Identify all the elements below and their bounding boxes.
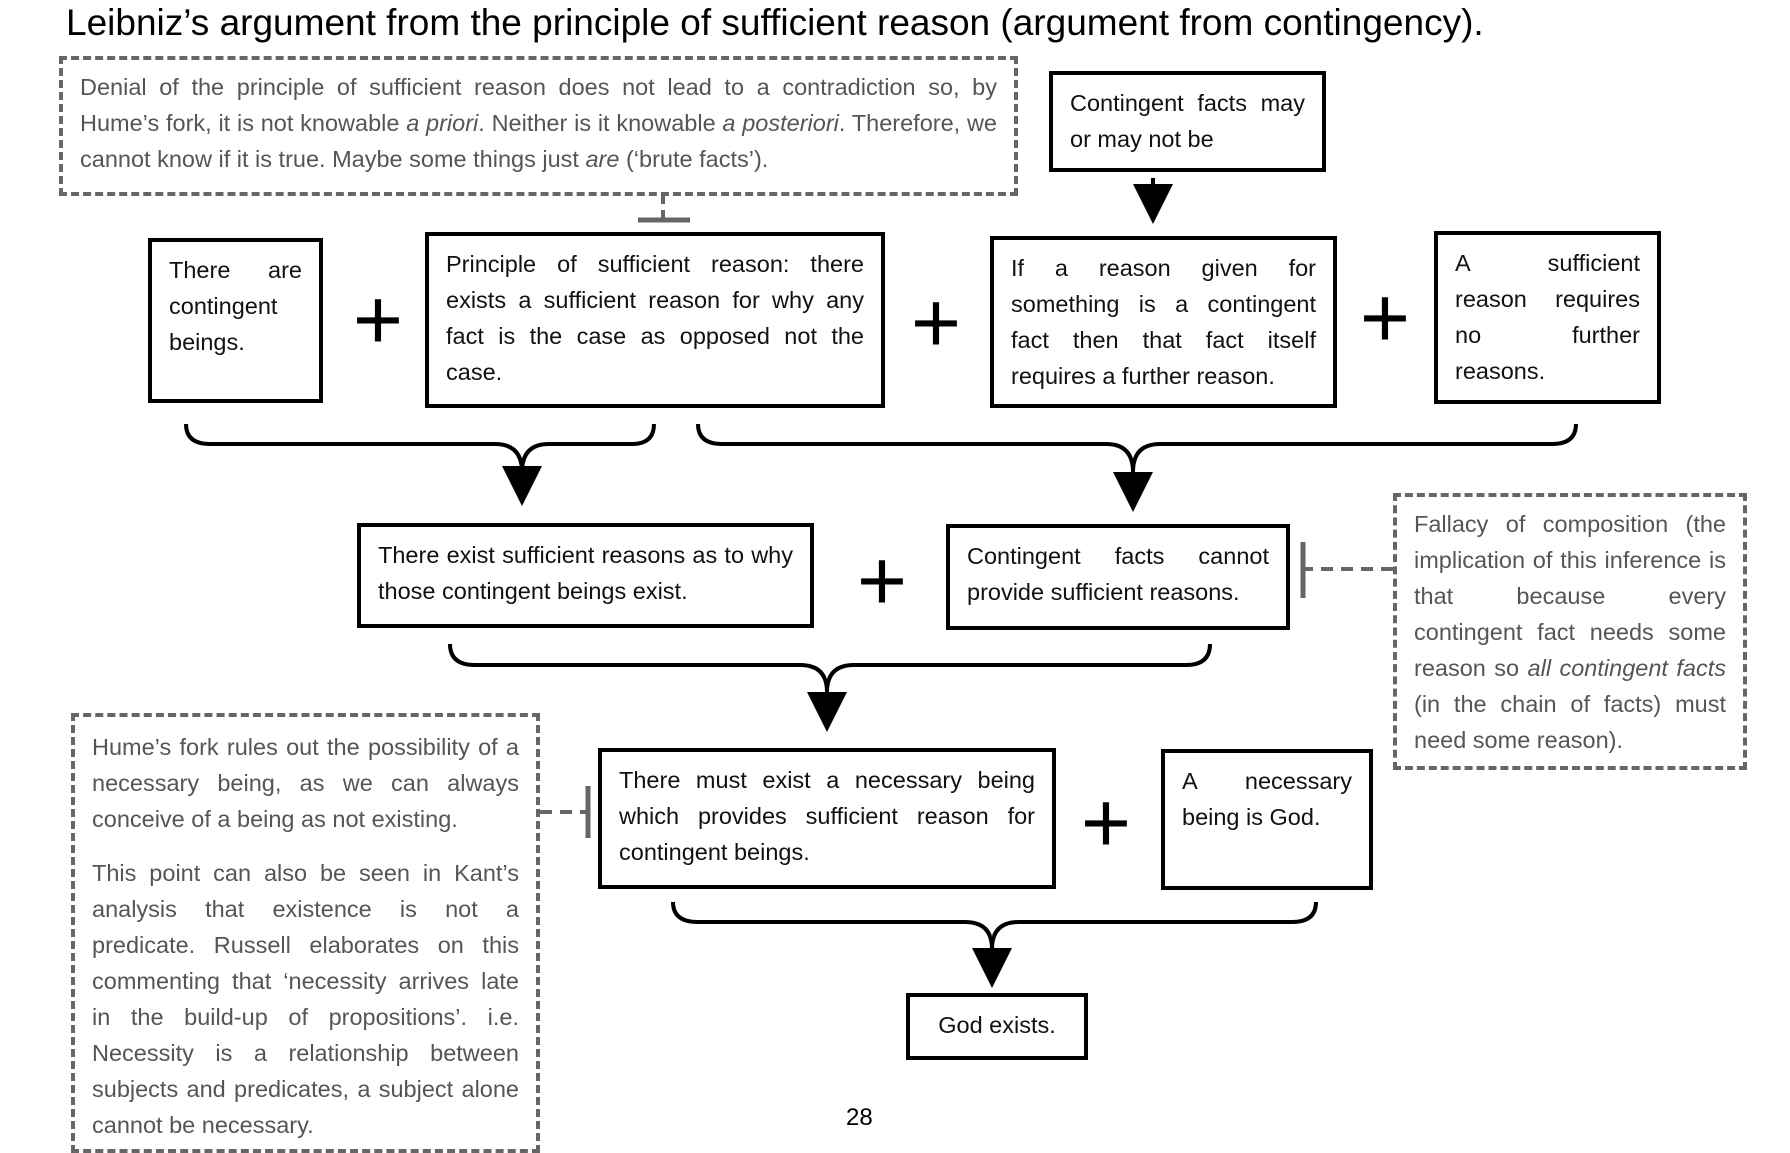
brace-right (696, 423, 1578, 473)
premise-contingent-beings: There are contingent beings. (148, 238, 323, 403)
necessary-being-is-god: A necessary being is God. (1161, 749, 1373, 890)
plus-sign: + (1359, 270, 1411, 366)
plus-sign: + (352, 272, 404, 368)
page-title: Leibniz’s argument from the principle of… (66, 2, 1484, 43)
plus-sign: + (910, 275, 962, 371)
intermediate-contingent-cannot: Contingent facts cannot provide sufficie… (946, 524, 1290, 630)
intermediate-sufficient-reasons: There exist sufficient reasons as to why… (357, 523, 814, 628)
page-number: 28 (846, 1104, 873, 1131)
objection-composition-box: Fallacy of composition (the implication … (1393, 493, 1747, 770)
premise-psr: Principle of sufficient reason: there ex… (425, 232, 885, 408)
plus-sign: + (1080, 775, 1132, 871)
premise-further-reason: If a reason given for something is a con… (990, 236, 1337, 408)
plus-sign: + (856, 533, 908, 629)
objection-psr-box: Denial of the principle of sufficient re… (59, 56, 1018, 196)
necessary-being-box: There must exist a necessary being which… (598, 748, 1056, 889)
brace-middle (448, 643, 1212, 693)
brace-left (184, 423, 656, 473)
contingent-facts-box: Contingent facts may or may not be (1049, 71, 1326, 172)
premise-no-further-reasons: A sufficient reason requires no further … (1434, 231, 1661, 404)
conclusion-box: God exists. (906, 993, 1088, 1060)
brace-bottom (671, 901, 1318, 950)
objection-hume-box: Hume’s fork rules out the possibility of… (71, 713, 540, 1153)
